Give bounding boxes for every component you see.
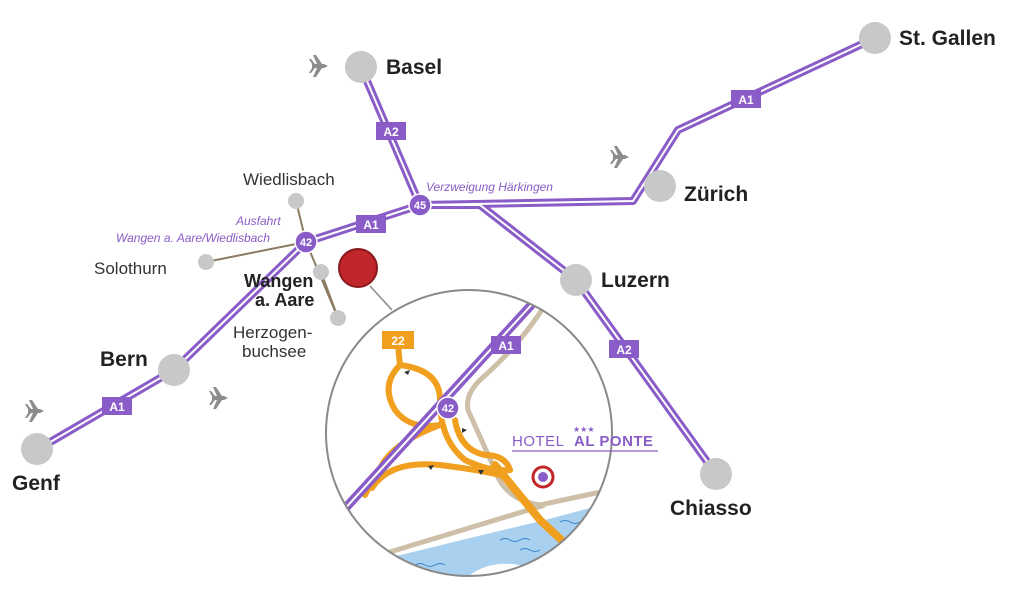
city-label-chiasso: Chiasso xyxy=(670,497,752,520)
hotel-label: ★★★ HOTEL AL PONTE xyxy=(512,425,658,452)
airplane-icon xyxy=(25,400,44,422)
svg-text:A1: A1 xyxy=(363,218,379,232)
airplane-icon xyxy=(610,146,629,168)
city-dot-luzern xyxy=(560,264,592,296)
city-label-basel: Basel xyxy=(386,56,442,79)
svg-text:A1: A1 xyxy=(738,93,754,107)
city-label-bern: Bern xyxy=(100,348,148,371)
route-shield-a2-north: A2 xyxy=(376,122,406,140)
route-shield-a2-south: A2 xyxy=(609,340,639,358)
svg-text:A1: A1 xyxy=(498,339,514,353)
city-dot-chiasso xyxy=(700,458,732,490)
junction-42: 42 xyxy=(294,230,318,254)
airplane-icon xyxy=(309,55,328,77)
annotation-verzweigung: Verzweigung Härkingen xyxy=(426,180,553,194)
city-label-zurich: Zürich xyxy=(684,183,748,206)
hotel-word: HOTEL xyxy=(512,433,565,450)
hotel-name: AL PONTE xyxy=(574,433,654,450)
svg-text:22: 22 xyxy=(391,334,405,348)
junction-42-inset: 42 xyxy=(436,396,460,420)
hotel-marker-icon xyxy=(531,465,555,489)
svg-text:42: 42 xyxy=(300,237,312,249)
city-dot-genf xyxy=(21,433,53,465)
route-shield-a1-center: A1 xyxy=(356,215,386,233)
svg-text:A2: A2 xyxy=(383,125,399,139)
city-dots xyxy=(21,22,891,490)
airplane-icon xyxy=(209,387,228,409)
city-dot-zurich xyxy=(644,170,676,202)
city-dot-bern xyxy=(158,354,190,386)
leader-line xyxy=(369,285,393,311)
interchange-ramps xyxy=(362,342,574,552)
city-label-st-gallen: St. Gallen xyxy=(899,27,996,50)
town-dot-solothurn xyxy=(198,254,214,270)
city-label-luzern: Luzern xyxy=(601,269,670,292)
town-label-wangen-1: Wangen xyxy=(244,271,313,291)
town-label-herzogenbuchsee-2: buchsee xyxy=(242,342,306,361)
route-shield-a1-inset: A1 xyxy=(491,336,521,354)
city-dot-basel xyxy=(345,51,377,83)
svg-text:A1: A1 xyxy=(109,400,125,414)
town-dot-wiedlisbach xyxy=(288,193,304,209)
city-dot-st-gallen xyxy=(859,22,891,54)
town-label-herzogenbuchsee-1: Herzogen- xyxy=(233,323,312,342)
town-dot-herzogenbuchsee xyxy=(330,310,346,326)
annotation-ausfahrt: Ausfahrt xyxy=(235,214,281,228)
junction-45: 45 xyxy=(408,193,432,217)
svg-text:42: 42 xyxy=(442,403,454,415)
hotel-stars: ★★★ xyxy=(573,425,595,434)
town-label-solothurn: Solothurn xyxy=(94,259,167,278)
town-dot-wangen xyxy=(313,264,329,280)
route-shield-a1-west: A1 xyxy=(102,397,132,415)
svg-text:A2: A2 xyxy=(616,343,632,357)
city-label-genf: Genf xyxy=(12,472,61,495)
town-label-wiedlisbach: Wiedlisbach xyxy=(243,170,335,189)
route-shield-a1-east: A1 xyxy=(731,90,761,108)
svg-text:45: 45 xyxy=(414,200,426,212)
route-shield-22: 22 xyxy=(382,331,414,349)
annotation-ausfahrt-place: Wangen a. Aare/Wiedlisbach xyxy=(116,231,270,245)
town-label-wangen-2: a. Aare xyxy=(255,290,314,310)
location-marker-icon xyxy=(338,248,378,288)
